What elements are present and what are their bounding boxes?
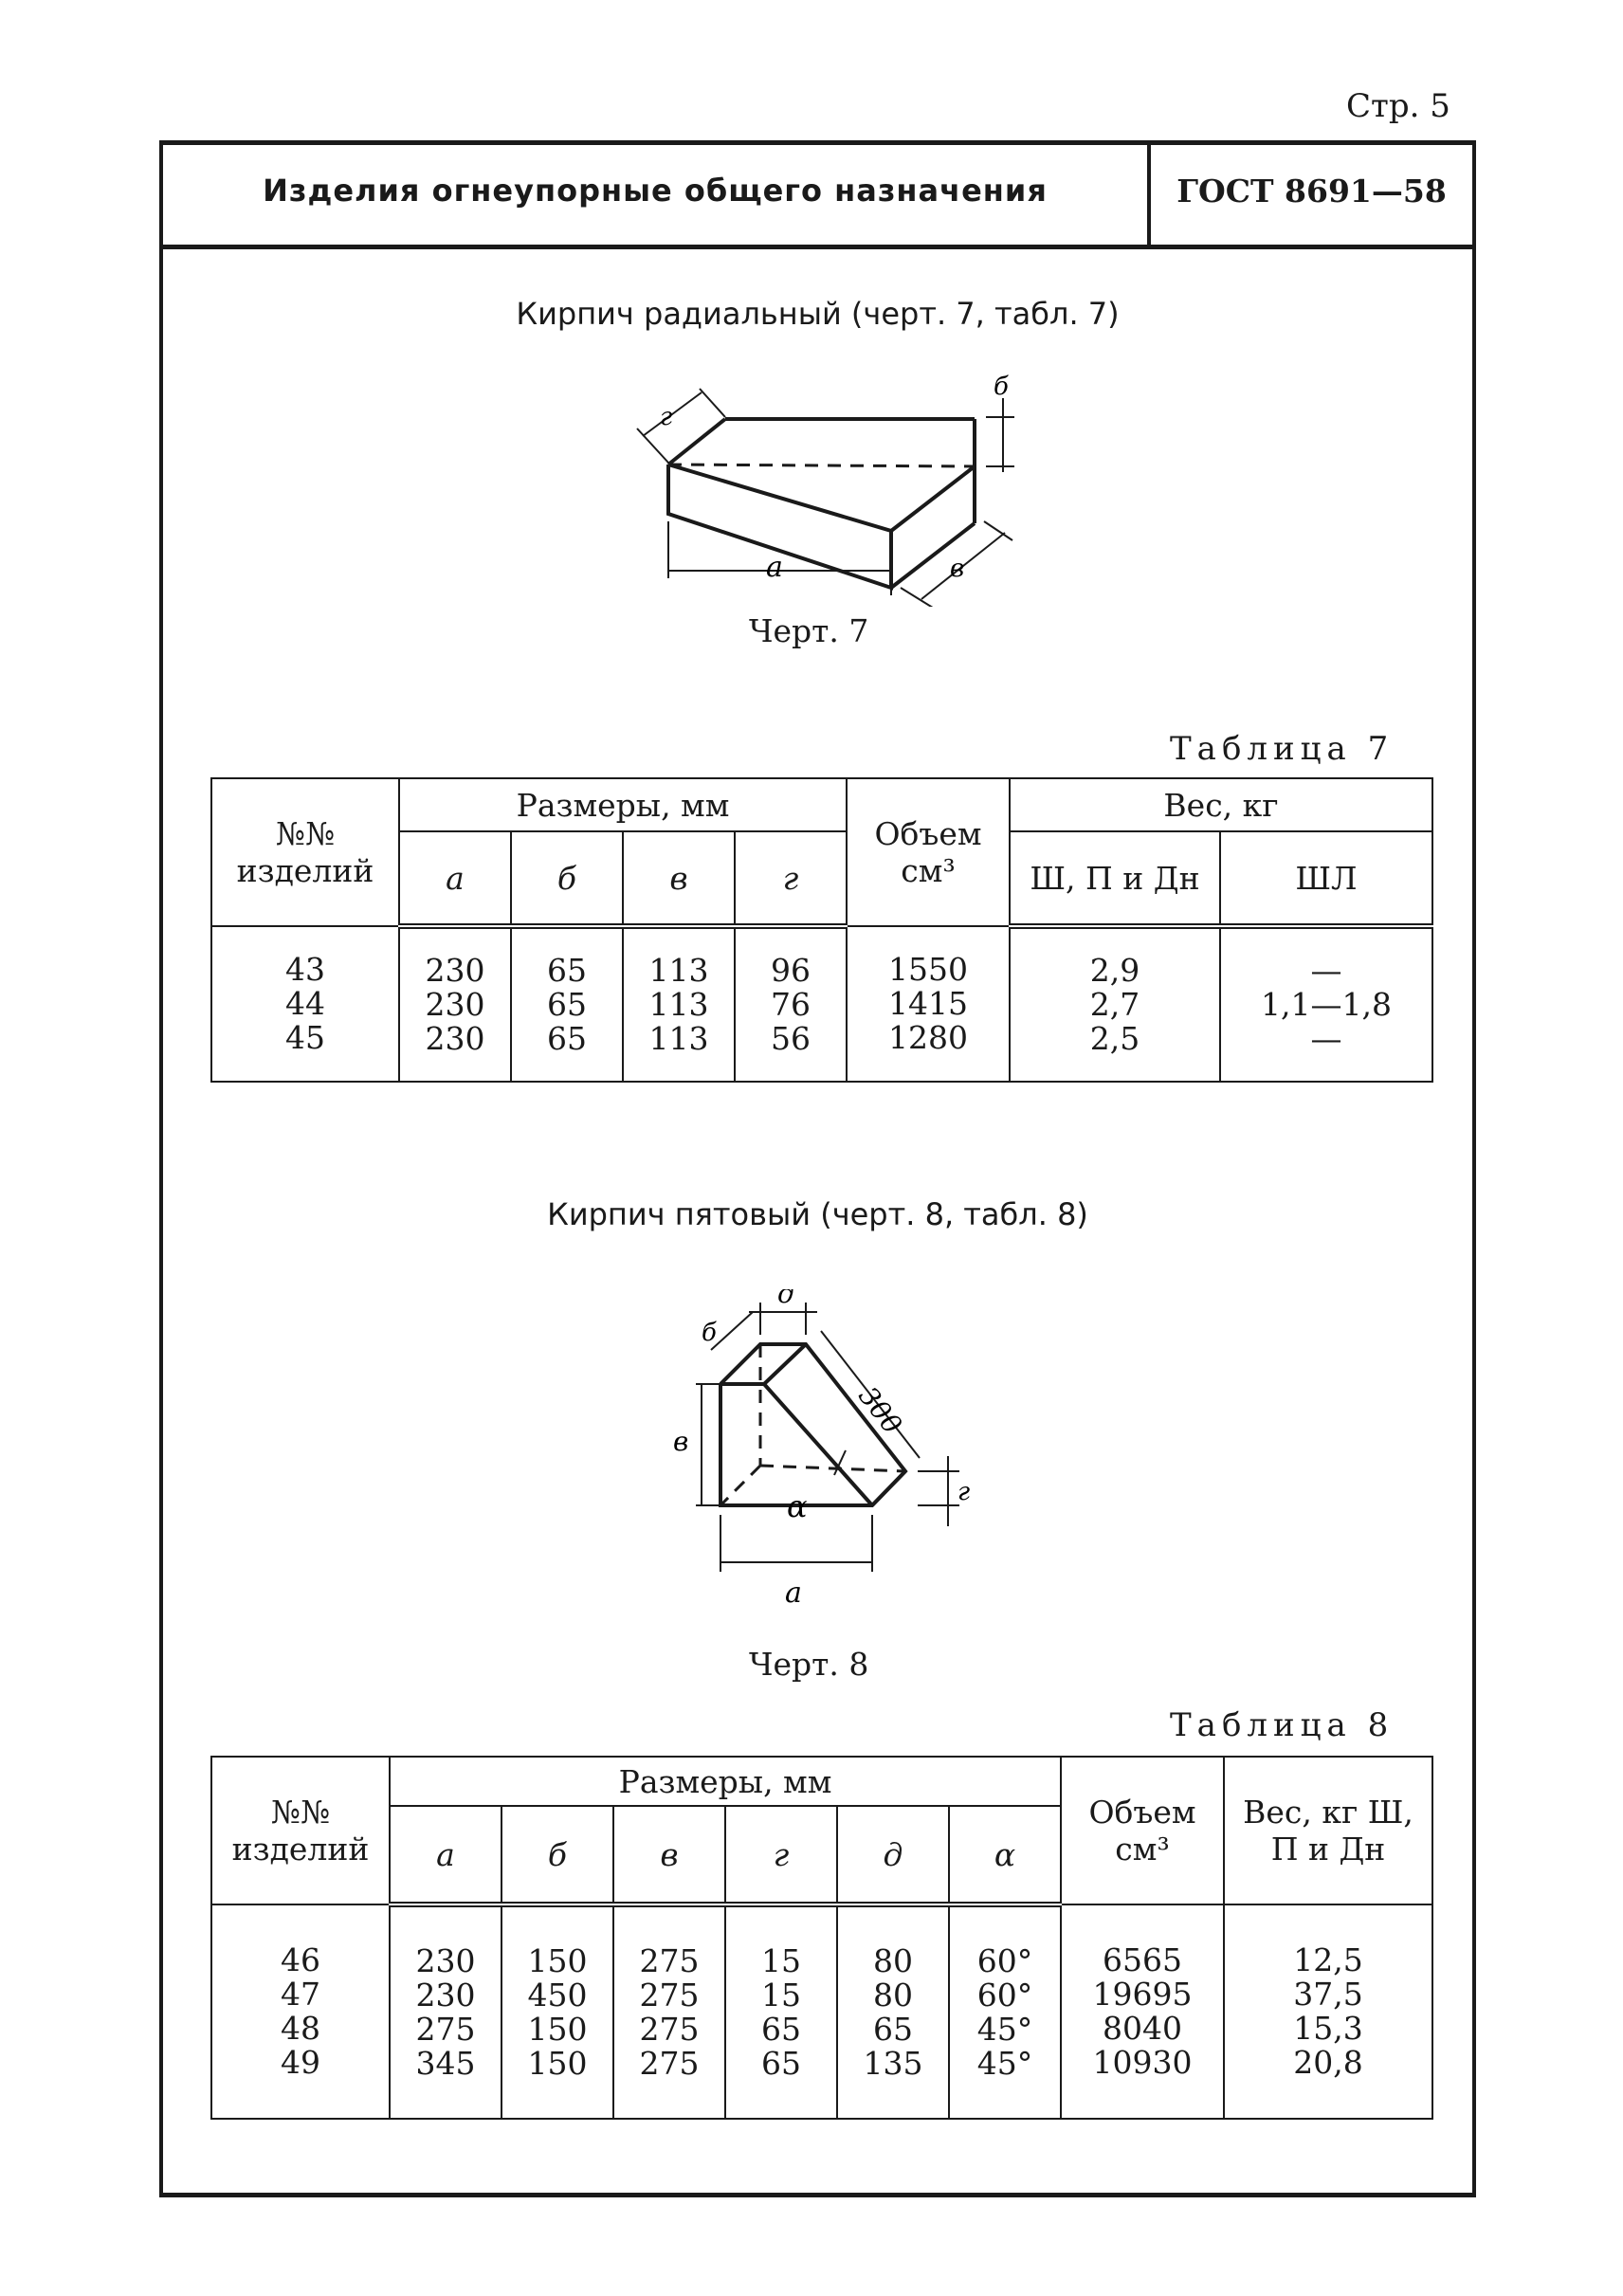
section1-title: Кирпич радиальный (черт. 7, табл. 7): [516, 296, 1120, 332]
table-8-col-v: в: [612, 1805, 726, 1907]
drawing-8-label-b: б: [702, 1319, 717, 1347]
drawing-8-skewback-brick: д б в а г α 300: [673, 1289, 970, 1610]
table-7-cells-g: 96 76 56: [734, 925, 848, 1083]
drawing-8-label-a: а: [785, 1576, 802, 1610]
table-7-col-weight-2: ШЛ: [1219, 830, 1433, 929]
drawing-8-label-g: г: [957, 1478, 970, 1506]
table-7-col-weight: Вес, кг: [1009, 777, 1433, 832]
standard-number: ГОСТ 8691—58: [1176, 173, 1447, 210]
table-8-cells-no: 46 47 48 49: [210, 1904, 391, 2120]
table-7-col-items: №№ изделий: [210, 777, 400, 927]
table-8-col-weight: Вес, кг Ш, П и Дн: [1223, 1756, 1433, 1905]
drawing-7-radial-brick: а г в б: [636, 373, 1014, 607]
frame-left-rule: [159, 140, 163, 2197]
table-8-cells-b: 150 450 150 150: [501, 1904, 614, 2120]
drawing-7-label-a: а: [766, 551, 783, 584]
table-8-cells-weight: 12,5 37,5 15,3 20,8: [1223, 1904, 1433, 2120]
table-7-cells-no: 43 44 45: [210, 925, 400, 1083]
drawing-7-caption: Черт. 7: [749, 612, 869, 649]
table-8-cells-volume: 6565 19695 8040 10930: [1060, 1904, 1225, 2120]
table-7-col-sizes: Размеры, мм: [398, 777, 848, 832]
table-7-col-weight-1: Ш, П и Дн: [1009, 830, 1221, 929]
table-8: №№ изделий Размеры, мм Объем см³ Вес, кг…: [210, 1756, 1433, 2120]
drawing-8-label-d: д: [777, 1289, 794, 1309]
table-7-cells-weight-1: 2,9 2,7 2,5: [1009, 925, 1221, 1083]
frame-top-rule: [159, 140, 1476, 145]
table-8-cells-alpha: 60° 60° 45° 45°: [948, 1904, 1062, 2120]
frame-bottom-rule: [159, 2193, 1476, 2197]
table-8-col-items: №№ изделий: [210, 1756, 391, 1905]
table-8-cells-d: 80 80 65 135: [836, 1904, 950, 2120]
table-7-cells-volume: 1550 1415 1280: [846, 925, 1011, 1083]
drawing-7-label-b: б: [994, 373, 1009, 401]
table-7-col-a: а: [398, 830, 512, 929]
table-7-cells-b: 65 65 65: [510, 925, 624, 1083]
header-title: Изделия огнеупорные общего назначения: [263, 173, 1048, 209]
table-7-col-v: в: [622, 830, 736, 929]
drawing-8-label-v: в: [673, 1426, 688, 1457]
table-8-col-sizes: Размеры, мм: [389, 1756, 1062, 1807]
table-8-cells-v: 275 275 275 275: [612, 1904, 726, 2120]
table-8-cells-a: 230 230 275 345: [389, 1904, 502, 2120]
drawing-7-label-g: г: [660, 403, 672, 431]
table-8-cells-g: 15 15 65 65: [724, 1904, 838, 2120]
table-7-cells-a: 230 230 230: [398, 925, 512, 1083]
section2-title: Кирпич пятовый (черт. 8, табл. 8): [547, 1196, 1088, 1232]
frame-right-rule: [1472, 140, 1476, 2197]
page-number: Стр. 5: [1346, 87, 1450, 125]
table-7-col-g: г: [734, 830, 848, 929]
table-8-col-b: б: [501, 1805, 614, 1907]
table-8-label: Таблица 8: [1170, 1706, 1395, 1744]
table-8-col-volume: Объем см³: [1060, 1756, 1225, 1905]
drawing-7-label-v: в: [950, 555, 964, 583]
table-7: №№ изделий Размеры, мм Объем см³ Вес, кг…: [210, 777, 1433, 1083]
header-bottom-rule: [159, 245, 1476, 249]
table-7-cells-weight-2: — 1,1—1,8 —: [1219, 925, 1433, 1083]
table-8-col-alpha: α: [948, 1805, 1062, 1907]
drawing-8-label-alpha: α: [787, 1488, 808, 1524]
header-divider: [1147, 140, 1151, 245]
table-7-col-volume: Объем см³: [846, 777, 1011, 927]
table-7-label: Таблица 7: [1170, 730, 1395, 768]
table-8-col-a: а: [389, 1805, 502, 1907]
table-7-cells-v: 113 113 113: [622, 925, 736, 1083]
table-8-col-g: г: [724, 1805, 838, 1907]
table-7-col-b: б: [510, 830, 624, 929]
drawing-8-caption: Черт. 8: [749, 1646, 869, 1683]
table-8-col-d: д: [836, 1805, 950, 1907]
